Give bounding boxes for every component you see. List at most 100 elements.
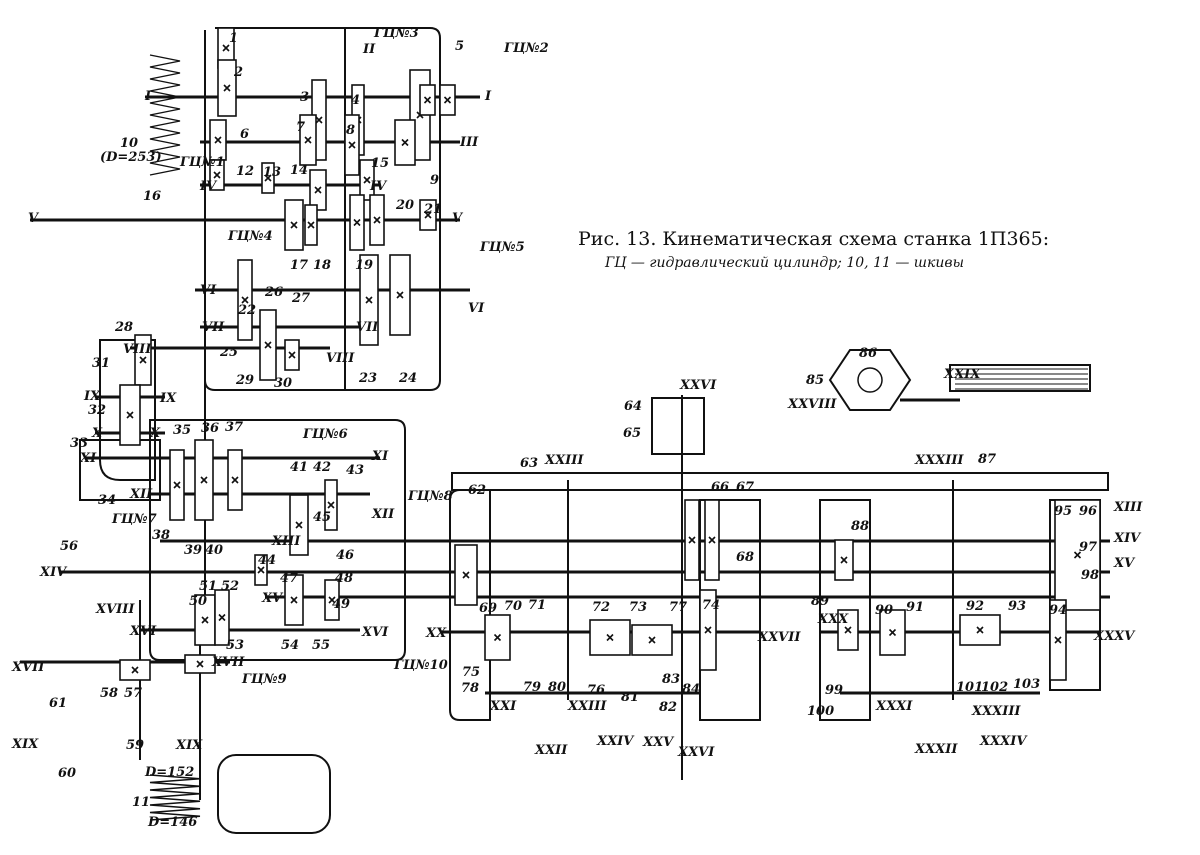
shaft-label: III <box>459 135 479 150</box>
feed-box-housing-upper <box>99 339 156 481</box>
part-number: 97 <box>1079 540 1097 555</box>
gear <box>834 539 854 581</box>
part-number: 45 <box>313 510 331 525</box>
part-number: 12 <box>236 164 254 179</box>
part-number: 29 <box>235 373 254 388</box>
part-number: 9 <box>430 173 439 188</box>
part-number: 14 <box>290 163 308 178</box>
gear <box>184 654 216 674</box>
shaft-label: V <box>452 211 464 226</box>
headstock-housing <box>204 27 441 391</box>
gear <box>589 619 631 656</box>
gear <box>684 499 700 581</box>
shaft-label: XXV <box>642 735 675 750</box>
cylinder-label: ГЦ№4 <box>227 229 273 244</box>
part-number: 1 <box>229 31 238 46</box>
part-number: 20 <box>395 198 414 213</box>
gear <box>289 494 309 556</box>
part-number: 78 <box>461 681 479 696</box>
shaft-label: XX <box>425 626 447 641</box>
part-number: 98 <box>1081 568 1099 583</box>
gear <box>227 449 243 511</box>
cylinder-label: ГЦ№8 <box>407 489 453 504</box>
gear <box>419 199 437 231</box>
gear <box>324 579 340 621</box>
shaft-label: VIII <box>326 351 355 366</box>
part-number: 81 <box>621 690 639 705</box>
shaft-label: XIII <box>271 534 301 549</box>
gear <box>837 609 859 651</box>
part-number: 58 <box>100 686 118 701</box>
shaft-label: XII <box>129 487 153 502</box>
dimension-label: (D=253) <box>100 150 162 165</box>
gear <box>369 194 385 246</box>
shaft-label: XVI <box>129 624 157 639</box>
cylinder-label: ГЦ№1 <box>179 155 225 170</box>
part-number: 65 <box>623 426 641 441</box>
shaft-label: XIV <box>1113 531 1142 546</box>
part-number: 70 <box>504 599 522 614</box>
shaft-label: XVII <box>11 660 45 675</box>
cylinder-label: ГЦ№7 <box>111 512 157 527</box>
part-number: 16 <box>143 189 161 204</box>
part-number: 32 <box>88 403 106 418</box>
gear <box>1054 499 1101 611</box>
part-number: 62 <box>468 483 486 498</box>
part-number: 25 <box>219 345 238 360</box>
part-number: 36 <box>201 421 219 436</box>
shaft-label: VII <box>356 320 379 335</box>
shaft-label: XXIII <box>567 699 607 714</box>
gear <box>284 199 304 251</box>
gear <box>261 162 275 194</box>
gear <box>259 309 277 381</box>
part-number: 67 <box>736 480 754 495</box>
part-number: 100 <box>807 704 834 719</box>
part-number: 79 <box>523 680 541 695</box>
gear <box>194 439 214 521</box>
part-number: 26 <box>264 285 283 300</box>
part-number: 47 <box>280 571 298 586</box>
shaft-label: I <box>144 89 152 104</box>
gear <box>217 59 237 117</box>
shaft-label: I <box>484 89 492 104</box>
part-number: 57 <box>124 686 142 701</box>
shaft-label: XI <box>79 451 97 466</box>
part-number: 72 <box>592 600 610 615</box>
part-number: 35 <box>173 423 191 438</box>
part-number: 10 <box>120 136 138 151</box>
gear <box>169 449 185 521</box>
gear <box>419 84 436 116</box>
part-number: 5 <box>455 39 464 54</box>
gear <box>299 114 317 166</box>
shaft-label: XXVI <box>679 378 717 393</box>
figure-legend: ГЦ — гидравлический цилиндр; 10, 11 — шк… <box>605 255 964 271</box>
shaft-label: XIII <box>1113 500 1143 515</box>
part-number: 91 <box>906 600 924 615</box>
part-number: 3 <box>300 90 309 105</box>
part-number: 38 <box>152 528 170 543</box>
part-number: 95 <box>1054 504 1072 519</box>
part-number: 102 <box>981 680 1008 695</box>
part-number: 88 <box>851 519 869 534</box>
part-number: 24 <box>398 371 417 386</box>
part-number: 85 <box>806 373 824 388</box>
part-number: 92 <box>966 599 984 614</box>
shaft-label: XXIV <box>596 734 635 749</box>
part-number: 101 <box>956 680 983 695</box>
shaft-label: VI <box>468 301 485 316</box>
shaft-label: XXVI <box>677 745 715 760</box>
gear <box>359 254 379 346</box>
shaft-label: XVII <box>211 655 245 670</box>
part-number: 51 <box>199 579 217 594</box>
shaft-label: VII <box>202 320 225 335</box>
shaft-label: XI <box>371 449 389 464</box>
shaft-label: XVIII <box>95 602 135 617</box>
part-number: 84 <box>682 682 700 697</box>
shaft-label: XXXIV <box>979 734 1028 749</box>
gear <box>349 194 365 251</box>
part-number: 96 <box>1079 504 1097 519</box>
shaft-label: X <box>149 426 161 441</box>
part-number: 44 <box>258 553 276 568</box>
part-number: 77 <box>669 600 687 615</box>
